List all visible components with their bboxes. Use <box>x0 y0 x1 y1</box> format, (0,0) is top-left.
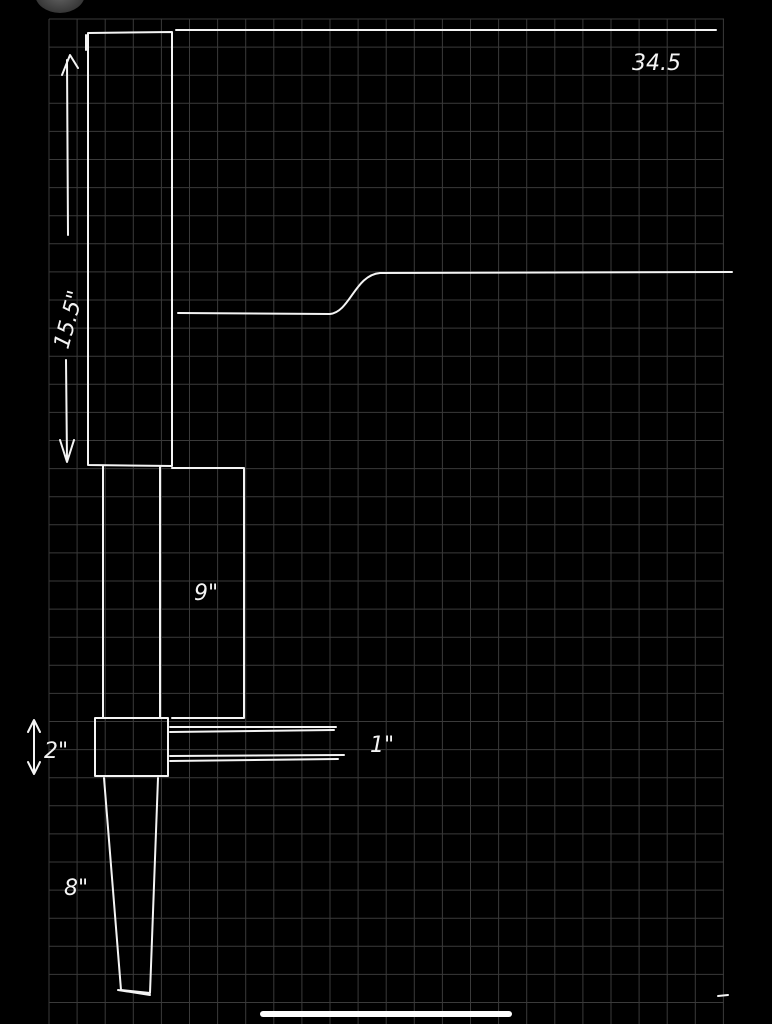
dimension-arrow-upper <box>59 54 79 463</box>
label-taper-height: 8" <box>64 876 88 901</box>
home-indicator[interactable] <box>260 1011 512 1017</box>
label-collar-height: 2" <box>44 739 68 764</box>
edge-mark <box>717 994 729 997</box>
dimension-arrow-collar <box>27 719 41 775</box>
label-collar-width: 1" <box>370 733 394 758</box>
profile-curve <box>177 271 733 315</box>
collar-projection <box>169 726 345 762</box>
tapered-foot <box>103 777 159 996</box>
grid <box>48 18 724 1024</box>
upper-block <box>85 31 173 467</box>
label-middle-height: 9" <box>194 581 218 606</box>
dimension-bracket-middle <box>171 467 245 719</box>
label-upper-height: 15.5" <box>50 288 89 352</box>
collar <box>94 717 169 777</box>
camera-cutout <box>35 0 85 13</box>
label-width-total: 34.5 <box>632 51 681 76</box>
middle-shaft <box>102 465 161 719</box>
